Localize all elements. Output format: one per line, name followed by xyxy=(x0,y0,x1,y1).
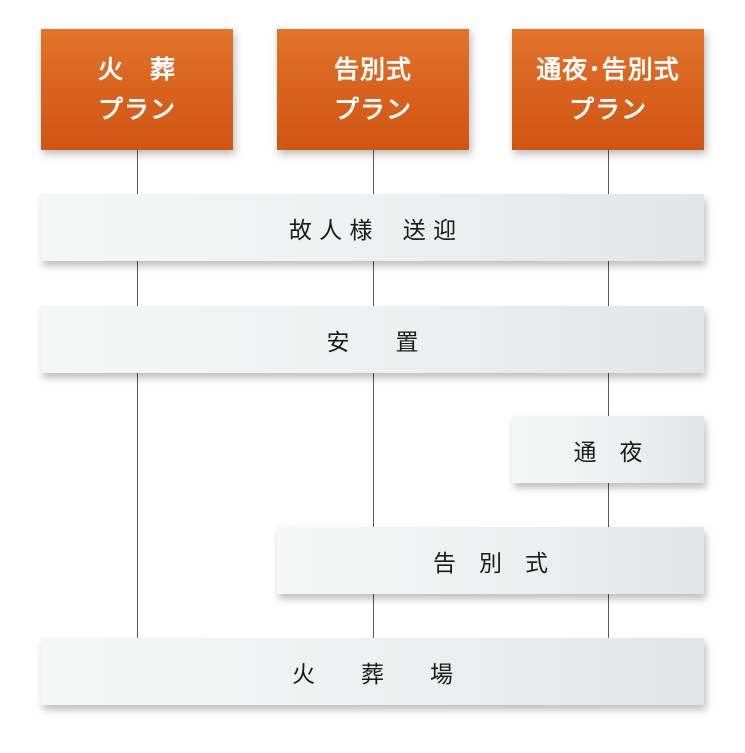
plan-box-cremation-subtitle: プラン xyxy=(97,94,176,124)
step-deceased-transport: 故 人 様 送 迎 xyxy=(41,194,704,261)
connector-line-farewell-plan xyxy=(373,150,374,638)
plan-box-wake-farewell-title: 通夜･告別式 xyxy=(536,54,680,84)
step-farewell-ceremony: 告 別 式 xyxy=(277,527,704,594)
step-crematorium-label: 火 葬 場 xyxy=(292,661,453,688)
plan-box-farewell: 告別式 プラン xyxy=(277,29,469,150)
step-crematorium: 火 葬 場 xyxy=(41,638,704,705)
step-farewell-ceremony-label: 告 別 式 xyxy=(433,550,548,577)
connector-line-wake-farewell-plan xyxy=(608,150,609,638)
step-rest-placement: 安 置 xyxy=(41,306,704,373)
plan-box-farewell-subtitle: プラン xyxy=(333,94,412,124)
plan-box-wake-farewell: 通夜･告別式 プラン xyxy=(512,29,704,150)
plan-box-cremation: 火 葬 プラン xyxy=(41,29,233,150)
step-wake: 通 夜 xyxy=(512,416,704,483)
plan-box-farewell-title: 告別式 xyxy=(333,54,412,84)
step-deceased-transport-label: 故 人 様 送 迎 xyxy=(288,217,457,244)
plan-box-cremation-title: 火 葬 xyxy=(97,54,176,84)
step-rest-placement-label: 安 置 xyxy=(326,329,419,356)
connector-line-cremation-plan xyxy=(137,150,138,638)
step-wake-label: 通 夜 xyxy=(573,439,643,466)
plan-box-wake-farewell-subtitle: プラン xyxy=(568,94,647,124)
